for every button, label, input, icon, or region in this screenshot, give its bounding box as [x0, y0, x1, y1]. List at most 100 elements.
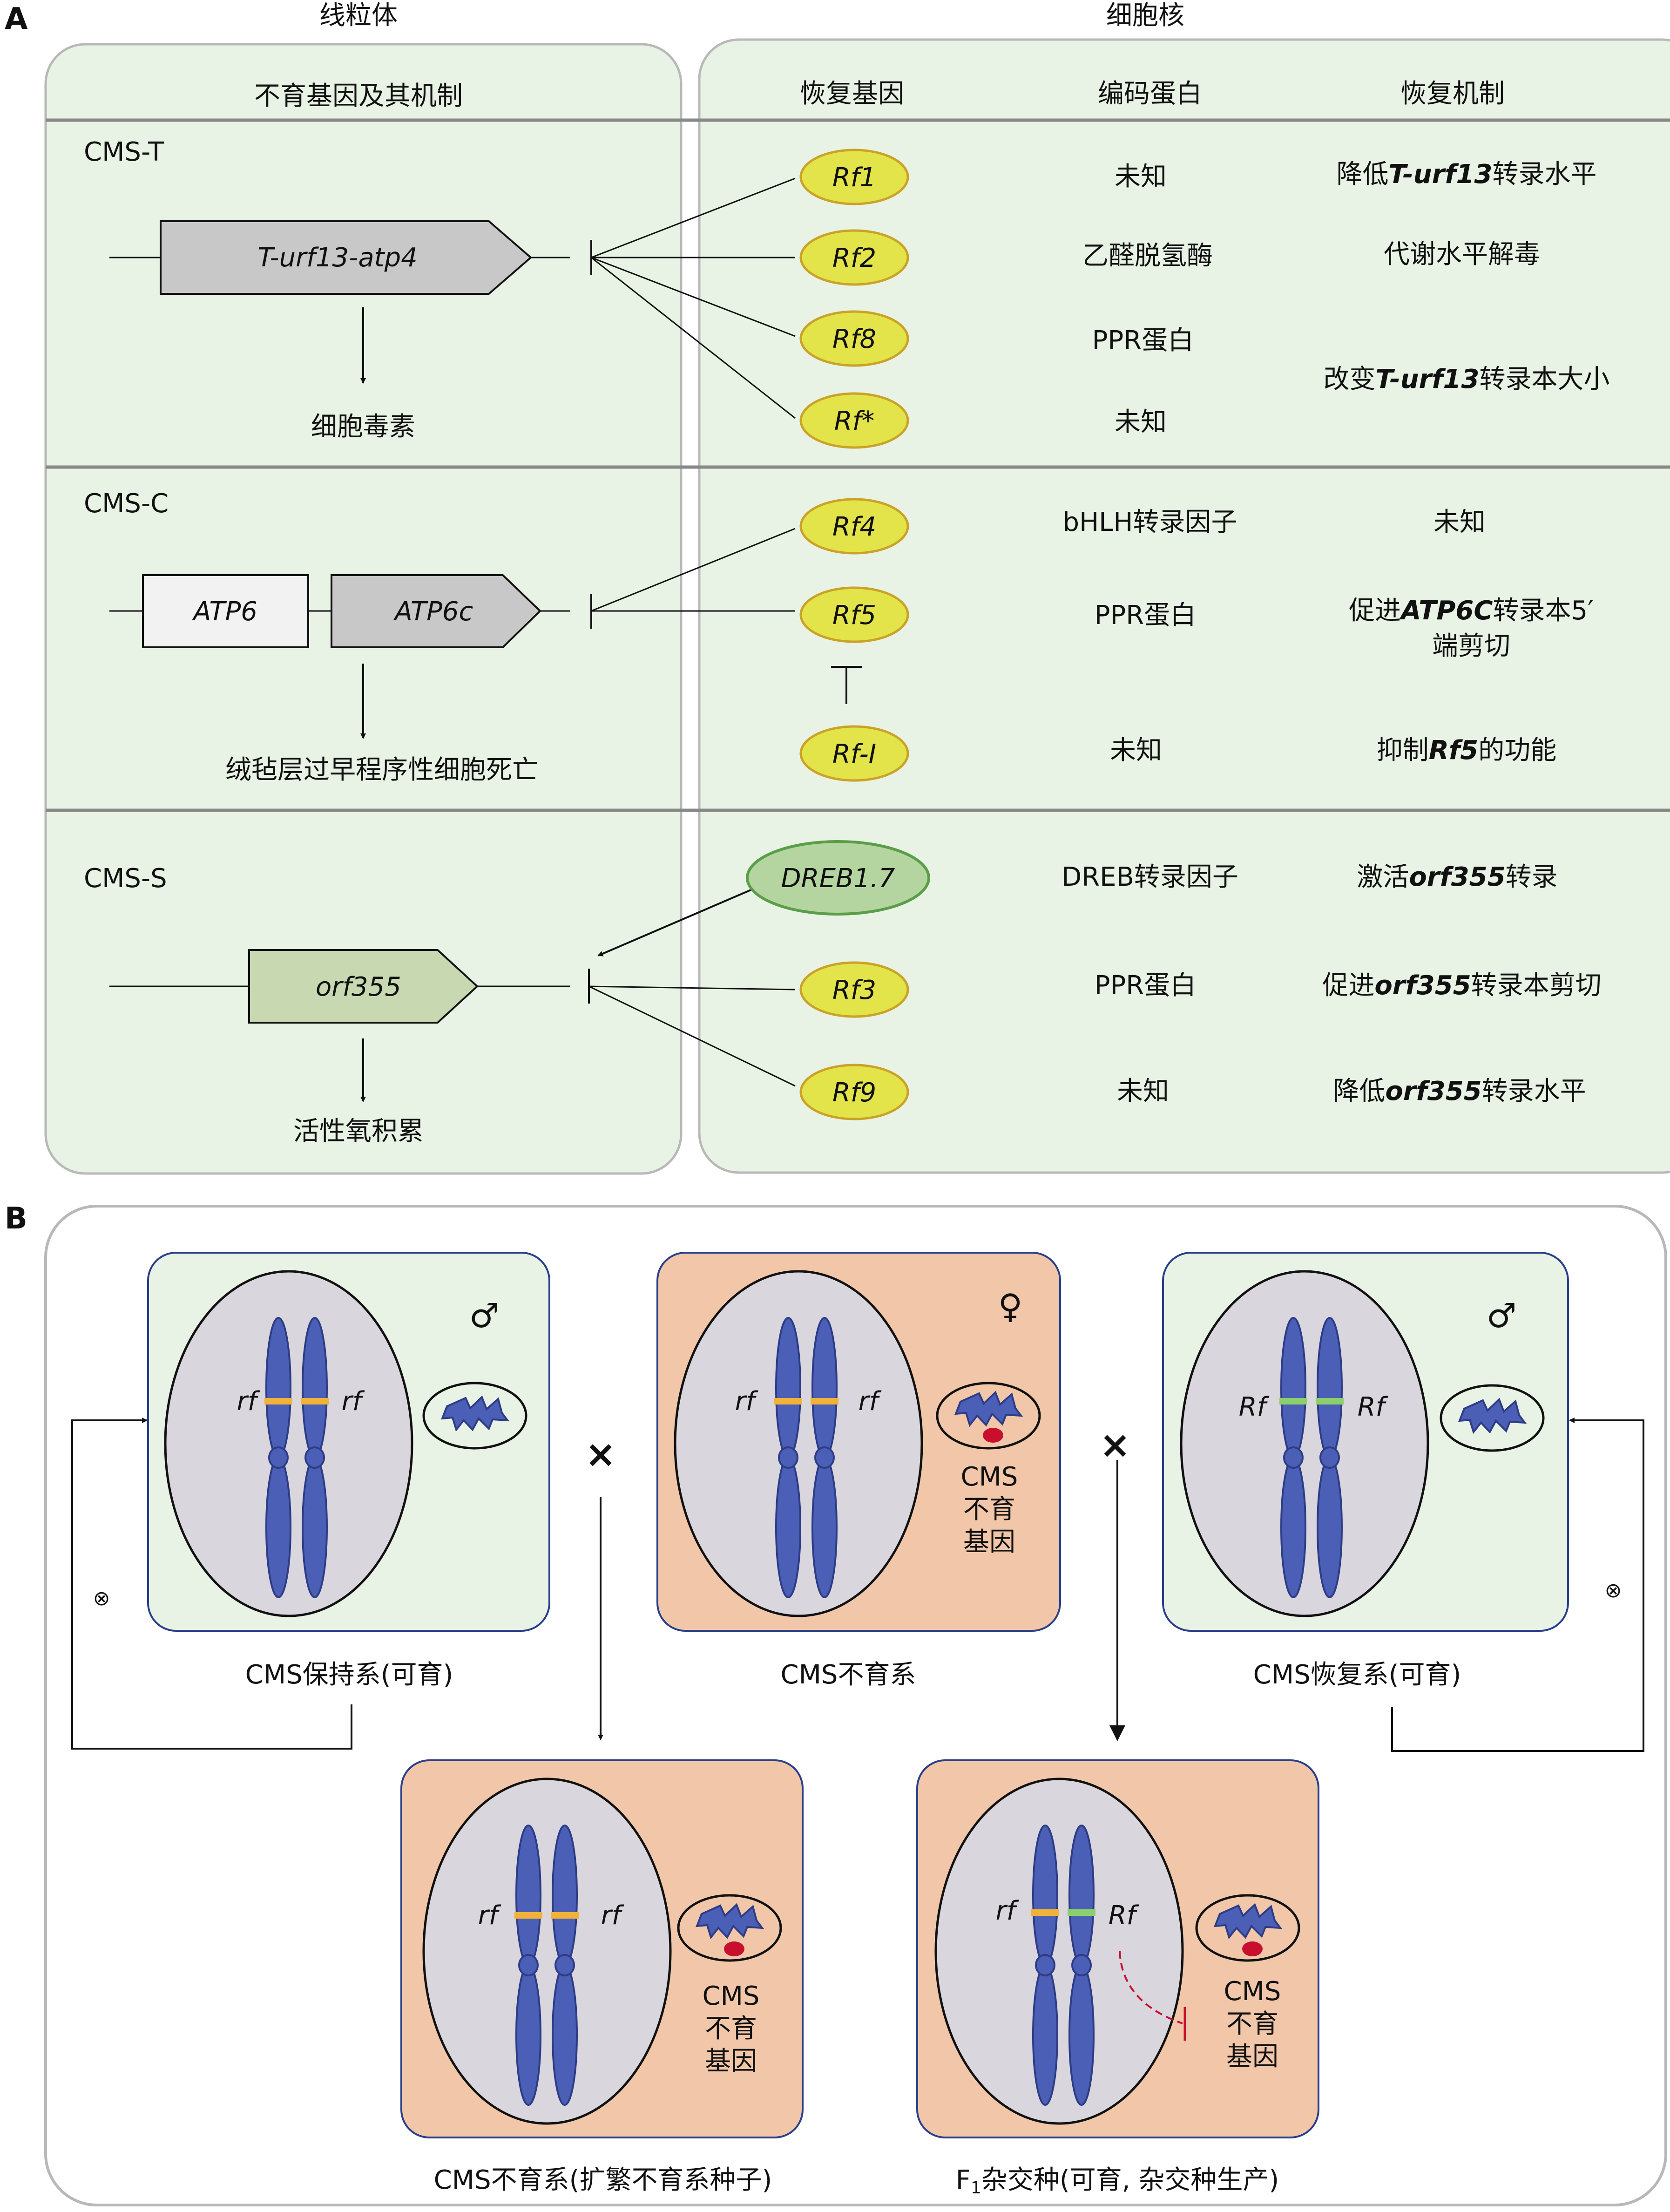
hybrid-band-right	[1068, 1909, 1095, 1916]
sterile-female-icon: ♀	[998, 1287, 1023, 1326]
hybrid-allele-right: Rf	[1109, 1900, 1139, 1931]
gene-rf2	[799, 229, 909, 286]
cms-t-link-rf1	[591, 177, 796, 258]
rf4-protein: bHLH转录因子	[1063, 507, 1237, 537]
cross-icon-right: ×	[1099, 1423, 1130, 1466]
gene-rfi-label: Rf-I	[832, 739, 876, 769]
cms-s-gene-label: orf355	[316, 972, 401, 1002]
propagation-caption: CMS不育系(扩繁不育系种子)	[434, 2165, 772, 2195]
propagation-cms-gene-line1: CMS	[703, 1981, 760, 2011]
cms-s-link-rf9	[588, 985, 796, 1087]
rf5-protein: PPR蛋白	[1095, 600, 1196, 631]
maintainer-chromosome-left	[265, 1317, 291, 1598]
cms-s-label: CMS-S	[84, 863, 167, 894]
propagation-nucleus	[422, 1778, 672, 2125]
cms-t-link-rf8	[591, 257, 796, 337]
gene-rfstar	[799, 392, 909, 449]
gene-rf9	[799, 1064, 909, 1120]
rf9-mechanism: 降低orf355转录水平	[1333, 1076, 1586, 1106]
dreb17-mechanism: 激活orf355转录	[1357, 862, 1557, 892]
rf1-protein: 未知	[1115, 162, 1167, 192]
maintainer-self-icon: ⊗	[93, 1587, 110, 1610]
propagation-chromosome-right	[552, 1825, 578, 2106]
cms-c-gene-atp6-label: ATP6	[192, 597, 257, 627]
sterile-chromosome-right	[811, 1317, 838, 1598]
gene-dreb17	[746, 840, 930, 916]
propagation-allele-right: rf	[601, 1900, 624, 1931]
cms-t-gene-box	[160, 220, 533, 295]
nucleus-title: 细胞核	[1106, 0, 1184, 31]
rf9-protein: 未知	[1117, 1076, 1169, 1106]
sterile-cms-gene-dot	[983, 1428, 1003, 1443]
maintainer-chromosome-right	[302, 1317, 328, 1598]
gene-rf8	[799, 310, 909, 367]
gene-rf3-label: Rf3	[832, 975, 876, 1005]
sterile-allele-left: rf	[735, 1386, 758, 1417]
hybrid-cms-gene-line3: 基因	[1226, 2042, 1278, 2072]
rfi-protein: 未知	[1110, 735, 1162, 766]
cms-c-label: CMS-C	[84, 489, 169, 519]
restorer-male-icon: ♂	[1487, 1296, 1517, 1335]
hybrid-cms-gene-dot	[1242, 1941, 1263, 1956]
restorer-chromosome-right	[1317, 1317, 1343, 1598]
restorer-nucleus	[1180, 1270, 1429, 1617]
hybrid-nucleus	[934, 1778, 1184, 2125]
gene-dreb17-label: DREB1.7	[781, 863, 895, 894]
col-protein-header: 编码蛋白	[1098, 79, 1202, 109]
cms-t-link-rfstar	[591, 257, 796, 419]
gene-rf3	[799, 961, 909, 1018]
restorer-allele-left: Rf	[1239, 1392, 1270, 1422]
gene-rf9-label: Rf9	[832, 1078, 876, 1108]
cms-s-link-rf3	[588, 985, 796, 991]
nucleus-panel	[698, 38, 1670, 1174]
col-sterile-header: 不育基因及其机制	[254, 81, 463, 111]
sterile-nucleus	[674, 1270, 923, 1617]
rf3-mechanism: 促进orf355转录本剪切	[1322, 970, 1601, 1001]
gene-rfstar-label: Rf*	[834, 406, 875, 436]
sterile-caption: CMS不育系	[781, 1660, 916, 1690]
maintainer-male-icon: ♂	[469, 1296, 500, 1335]
hybrid-caption: F1杂交种(可育, 杂交种生产)	[956, 2165, 1279, 2198]
propagation-cms-gene-dot	[724, 1941, 744, 1956]
restorer-caption: CMS恢复系(可育)	[1253, 1660, 1461, 1690]
restorer-self-icon: ⊗	[1605, 1579, 1622, 1602]
hybrid-allele-left: rf	[996, 1896, 1019, 1926]
gene-rf5-label: Rf5	[832, 600, 876, 631]
sterile-cms-gene-line3: 基因	[963, 1527, 1015, 1557]
cms-c-link-rf4	[591, 528, 796, 612]
panel-b-letter: B	[5, 1201, 27, 1236]
rf2-mechanism: 代谢水平解毒	[1384, 239, 1540, 270]
rf4-mechanism: 未知	[1433, 507, 1486, 537]
cms-t-label: CMS-T	[84, 137, 164, 167]
gene-rfi	[799, 725, 909, 782]
maintainer-nucleus	[164, 1270, 413, 1617]
propagation-cms-gene-line3: 基因	[705, 2046, 757, 2076]
maintainer-allele-right: rf	[342, 1386, 365, 1417]
hybrid-chromosome-right	[1068, 1825, 1095, 2106]
gene-rf4-label: Rf4	[832, 512, 876, 542]
hybrid-cms-gene-line2: 不育	[1226, 2009, 1278, 2039]
sterile-cms-gene-line2: 不育	[963, 1494, 1015, 1525]
cross-icon-left: ×	[585, 1432, 616, 1476]
hybrid-cms-gene-line1: CMS	[1224, 1976, 1281, 2007]
maintainer-band-left	[264, 1398, 292, 1405]
propagation-chromosome-left	[515, 1825, 541, 2106]
propagation-band-right	[551, 1912, 579, 1919]
propagation-allele-left: rf	[478, 1900, 501, 1931]
panel-a-letter: A	[5, 2, 28, 36]
rf5-mechanism-line2: 端剪切	[1432, 631, 1510, 661]
col-restorer-header: 恢复基因	[800, 79, 904, 109]
sterile-chromosome-left	[775, 1317, 801, 1598]
cms-t-gene-label: T-urf13-atp4	[257, 243, 418, 273]
sterile-cms-gene-line1: CMS	[961, 1462, 1018, 1492]
maintainer-allele-left: rf	[237, 1386, 260, 1417]
gene-rf1	[799, 149, 909, 205]
sterile-band-right	[811, 1398, 838, 1405]
maintainer-band-right	[301, 1398, 329, 1405]
restorer-band-left	[1279, 1398, 1307, 1405]
rf3-protein: PPR蛋白	[1095, 970, 1196, 1001]
restorer-allele-right: Rf	[1358, 1392, 1388, 1422]
sterile-allele-right: rf	[859, 1386, 882, 1417]
rfi-mechanism: 抑制Rf5的功能	[1377, 735, 1556, 766]
